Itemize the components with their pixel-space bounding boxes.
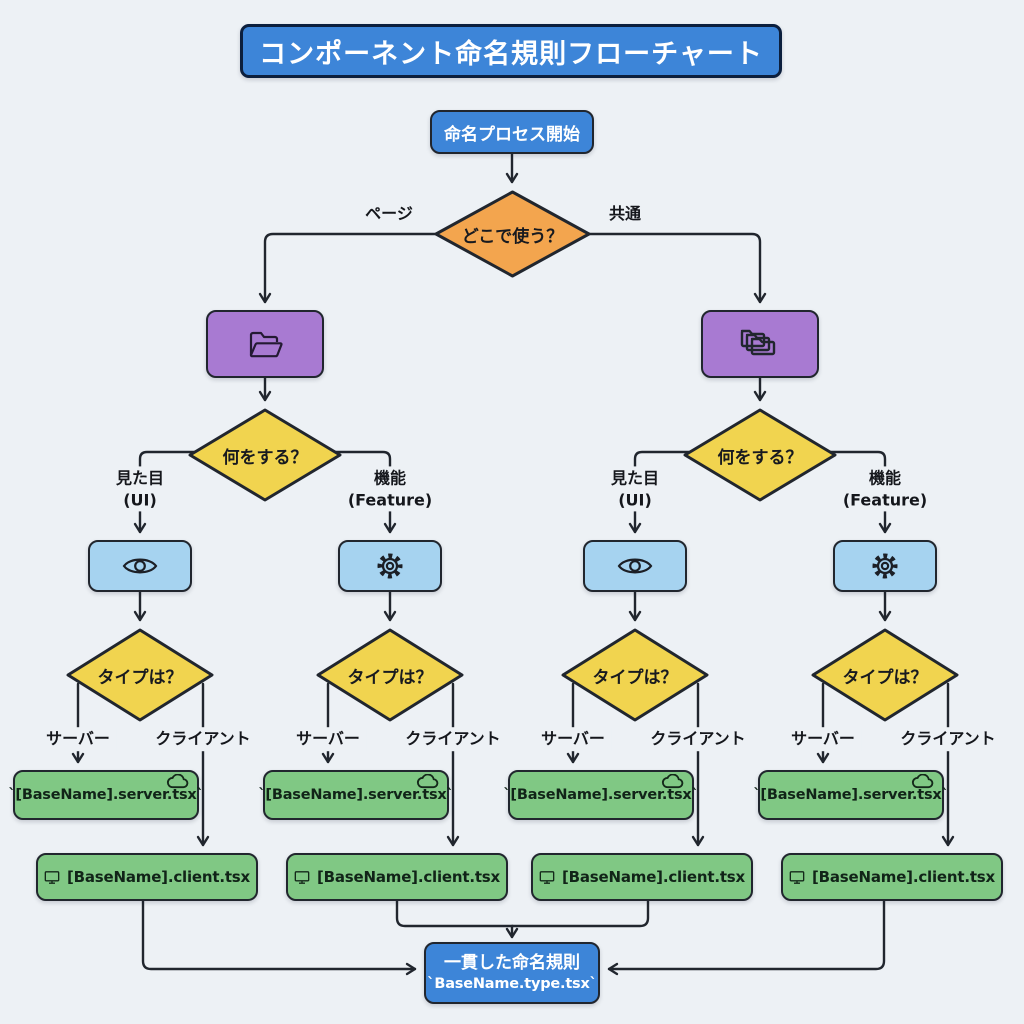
diamond-shape [811, 628, 959, 722]
branch-label-ui-line2: (UI) [123, 490, 157, 509]
client-file-node-col2: [BaseName].client.tsx [286, 853, 508, 901]
server-file-label: `[BaseName].server.tsx` [258, 787, 454, 803]
ui-category-node-col1 [88, 540, 192, 592]
branch-label-client-col3: クライアント [644, 727, 752, 751]
branch-label-ui-line2: (UI) [618, 490, 652, 509]
cloud-icon [165, 773, 191, 789]
server-file-label: `[BaseName].server.tsx` [503, 787, 699, 803]
arrow-what-to-ui-col1 [133, 450, 199, 534]
diamond-shape [434, 190, 591, 278]
decision-what-right: 何をする？ [683, 408, 837, 502]
client-file-node-col1: [BaseName].client.tsx [36, 853, 258, 901]
decision-type-label: タイプは？ [592, 667, 678, 688]
decision-type-label: タイプは？ [97, 667, 183, 688]
branch-label-feature-line2: (Feature) [842, 490, 928, 509]
arrow-client2-to-final [395, 899, 519, 939]
decision-where-label: どこで使う？ [461, 226, 564, 247]
branch-label-common: 共通 [608, 204, 642, 224]
gear-icon [872, 553, 898, 579]
client-file-label: [BaseName].client.tsx [316, 868, 500, 886]
server-file-node-col1: `[BaseName].server.tsx` [8, 770, 204, 820]
arrow-what-to-feature-col4 [826, 450, 892, 534]
final-node: 一貫した命名規則 `BaseName.type.tsx` [424, 942, 600, 1004]
server-file-label: `[BaseName].server.tsx` [753, 787, 949, 803]
start-node: 命名プロセス開始 [430, 110, 594, 154]
branch-label-server-col2: サーバー [290, 727, 366, 751]
branch-label-client-col2: クライアント [399, 727, 507, 751]
branch-label-feature-line1: 機能 [373, 468, 406, 488]
decision-type-col4: タイプは？ [811, 628, 959, 722]
open-folder-icon [249, 331, 283, 358]
final-node-line2: `BaseName.type.tsx` [427, 975, 597, 992]
client-file-node-col3: [BaseName].client.tsx [531, 853, 753, 901]
arrow-client4-to-final [607, 899, 886, 976]
branch-label-page: ページ [365, 204, 413, 224]
decision-type-label: タイプは？ [842, 667, 928, 688]
decision-type-label: タイプは？ [347, 667, 433, 688]
branch-label-client-col1: クライアント [149, 727, 257, 751]
final-node-line1: 一貫した命名規則 [444, 952, 580, 973]
stacked-folders-icon [740, 329, 776, 356]
diamond-shape [66, 628, 214, 722]
eye-icon [617, 558, 653, 574]
server-file-label: `[BaseName].server.tsx` [8, 787, 204, 803]
feature-category-node-col2 [338, 540, 442, 592]
branch-label-server-col4: サーバー [785, 727, 861, 751]
branch-label-feature-line1: 機能 [868, 468, 901, 488]
arrow-where-to-page-folder [258, 232, 438, 304]
diamond-shape [683, 408, 837, 502]
decision-what-label: 何をする？ [717, 447, 803, 468]
client-file-label: [BaseName].client.tsx [811, 868, 995, 886]
cloud-icon [660, 773, 686, 789]
arrow-client1-to-final [141, 899, 417, 976]
cloud-icon [415, 773, 441, 789]
branch-label-feature-col4: 機能 (Feature) [836, 466, 934, 512]
arrow-where-to-common-folder [587, 232, 767, 304]
gear-icon [377, 553, 403, 579]
line-client3-to-merge [510, 899, 650, 928]
branch-label-client-col4: クライアント [894, 727, 1002, 751]
client-file-label: [BaseName].client.tsx [561, 868, 745, 886]
page-title: コンポーネント命名規則フローチャート [240, 24, 782, 78]
common-folder-node [701, 310, 819, 378]
decision-where: どこで使う？ [434, 190, 591, 278]
client-file-label: [BaseName].client.tsx [66, 868, 250, 886]
page-folder-node [206, 310, 324, 378]
arrow-what-to-feature-col2 [331, 450, 397, 534]
decision-what-label: 何をする？ [222, 447, 308, 468]
branch-label-feature-col2: 機能 (Feature) [341, 466, 439, 512]
branch-label-ui-col1: 見た目 (UI) [109, 466, 171, 512]
feature-category-node-col4 [833, 540, 937, 592]
monitor-icon [789, 870, 805, 884]
diamond-shape [188, 408, 342, 502]
branch-label-server-col1: サーバー [40, 727, 116, 751]
monitor-icon [44, 870, 60, 884]
decision-type-col1: タイプは？ [66, 628, 214, 722]
branch-label-server-col3: サーバー [535, 727, 611, 751]
branch-label-ui-line1: 見た目 [610, 468, 660, 488]
monitor-icon [539, 870, 555, 884]
decision-type-col2: タイプは？ [316, 628, 464, 722]
decision-what-left: 何をする？ [188, 408, 342, 502]
branch-label-ui-line1: 見た目 [115, 468, 165, 488]
branch-label-feature-line2: (Feature) [347, 490, 433, 509]
monitor-icon [294, 870, 310, 884]
decision-type-col3: タイプは？ [561, 628, 709, 722]
eye-icon [122, 558, 158, 574]
arrow-what-to-ui-col3 [628, 450, 694, 534]
server-file-node-col2: `[BaseName].server.tsx` [258, 770, 454, 820]
cloud-icon [910, 773, 936, 789]
server-file-node-col4: `[BaseName].server.tsx` [753, 770, 949, 820]
diamond-shape [316, 628, 464, 722]
diamond-shape [561, 628, 709, 722]
client-file-node-col4: [BaseName].client.tsx [781, 853, 1003, 901]
branch-label-ui-col3: 見た目 (UI) [604, 466, 666, 512]
ui-category-node-col3 [583, 540, 687, 592]
server-file-node-col3: `[BaseName].server.tsx` [503, 770, 699, 820]
